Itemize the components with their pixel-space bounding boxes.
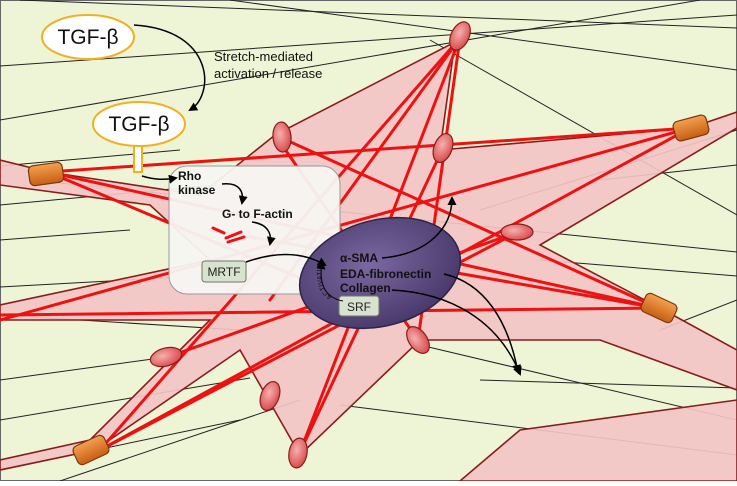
receptor-to-rho-arrow — [141, 174, 178, 184]
actin-fragments — [211, 226, 246, 244]
srf-label: SRF — [347, 300, 371, 314]
integrin — [500, 223, 534, 241]
tgf-beta-bound-label: TGF-β — [108, 113, 169, 136]
eda-fibronectin-output-arrow — [443, 273, 522, 374]
collagen-label: Collagen — [340, 281, 391, 295]
focal-adhesions — [27, 114, 710, 466]
tgf-receptor-stem — [133, 143, 143, 173]
srf-box — [338, 295, 380, 317]
actin-to-nucleus-arrow — [251, 221, 276, 246]
tgf-beta-latent-oval — [41, 14, 135, 60]
g-to-f-actin-label: G- to F-actin — [222, 207, 293, 221]
integrin — [406, 326, 430, 354]
collagen-output-arrow — [391, 289, 522, 376]
focal-adhesion-left — [27, 161, 65, 187]
alpha-sma-label: α-SMA — [340, 251, 378, 265]
alpha-sma-output-arrow — [381, 196, 457, 259]
mrtf-label: MRTF — [207, 265, 240, 279]
tgf-beta-latent-label: TGF-β — [57, 26, 118, 49]
mrtf-box — [201, 260, 247, 283]
integrin — [288, 437, 308, 469]
integrin — [259, 380, 281, 412]
stretch-caption-line1: Stretch-mediated — [214, 49, 313, 64]
rho-to-actin-arrow — [221, 183, 248, 205]
kinase-label: kinase — [178, 183, 216, 197]
focal-adhesion-bottom-left — [72, 434, 110, 466]
eda-fibronectin-label: EDA-fibronectin — [340, 267, 431, 281]
integrin — [449, 21, 471, 51]
activation-arrow — [316, 260, 344, 302]
integrin — [149, 346, 183, 368]
focal-adhesion-right — [640, 292, 678, 324]
rho-label: Rho — [178, 169, 201, 183]
integrin — [432, 132, 454, 164]
stretch-caption-line2: activation / release — [214, 66, 322, 81]
integrins — [149, 21, 534, 469]
integrin — [272, 121, 292, 153]
stretch-activation-arrow — [133, 24, 206, 112]
focal-adhesion-top-right — [672, 114, 710, 142]
tgf-beta-bound-oval — [92, 101, 186, 147]
